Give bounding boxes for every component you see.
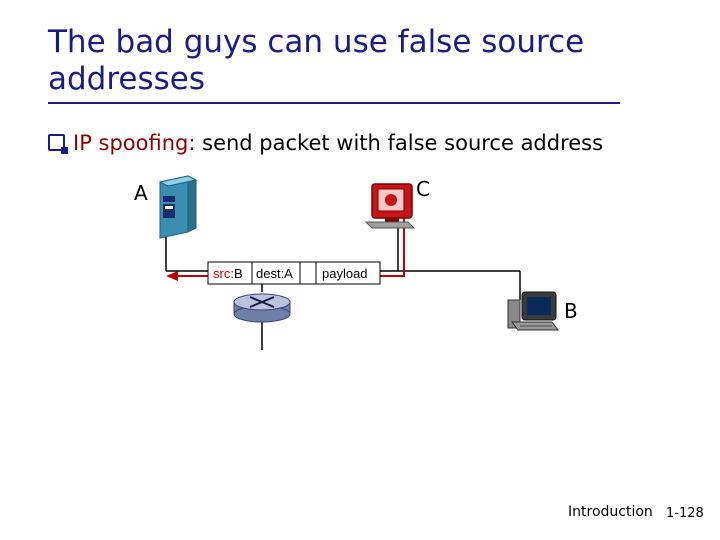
footer-page-number: 1-128 bbox=[666, 506, 704, 521]
host-a-label: A bbox=[134, 181, 148, 205]
footer-section: Introduction bbox=[568, 504, 653, 520]
title-underline bbox=[48, 102, 620, 104]
slide-title-line-1: The bad guys can use false source bbox=[48, 24, 585, 60]
host-c-label: C bbox=[416, 177, 430, 201]
packet-payload-field: payload bbox=[322, 266, 368, 281]
attacker-workstation-icon bbox=[364, 183, 416, 229]
bullet-term: IP spoofing: bbox=[73, 131, 196, 155]
host-c: C bbox=[364, 177, 430, 229]
bullet-text: send packet with false source address bbox=[195, 131, 604, 155]
bullet-ip-spoofing: IP spoofing: send packet with false sour… bbox=[48, 131, 603, 155]
slide-title-line-2: addresses bbox=[48, 61, 206, 97]
spoofed-packet: src:B dest:A payload bbox=[207, 261, 381, 285]
packet-src-field: src:B bbox=[213, 266, 243, 281]
packet-box bbox=[207, 261, 381, 285]
network-links bbox=[165, 224, 521, 350]
packet-src-value: B bbox=[234, 266, 243, 281]
workstation-icon bbox=[507, 291, 559, 331]
host-b-label: B bbox=[564, 299, 578, 323]
arrow-left-icon bbox=[166, 271, 178, 281]
packet-src-prefix: src: bbox=[213, 266, 234, 281]
server-icon bbox=[158, 175, 198, 239]
checkbox-bullet-icon bbox=[48, 134, 68, 154]
packet-dest-field: dest:A bbox=[256, 266, 293, 281]
host-b: B bbox=[507, 291, 578, 331]
router-icon bbox=[233, 293, 291, 323]
slide-title: The bad guys can use false source addres… bbox=[48, 24, 648, 98]
host-a: A bbox=[134, 175, 198, 239]
